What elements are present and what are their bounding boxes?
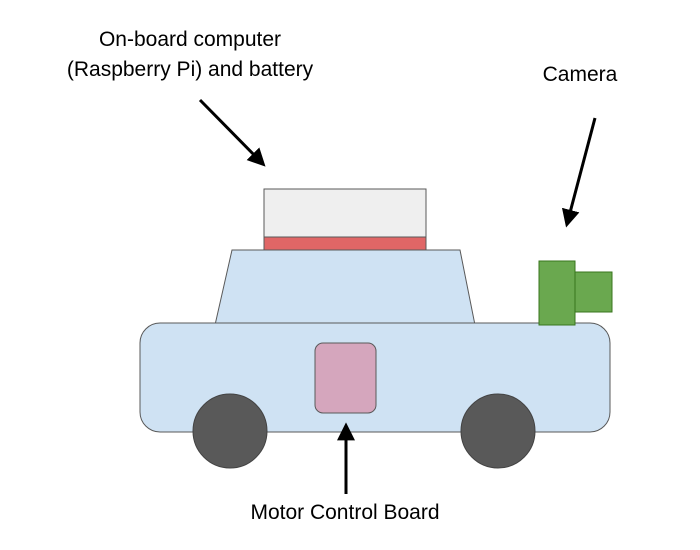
front-wheel: [192, 393, 268, 469]
computer-label-line2: (Raspberry Pi) and battery: [66, 58, 314, 81]
motor-board-label: Motor Control Board: [250, 501, 440, 524]
car-cabin: [214, 249, 476, 326]
camera-lens: [574, 271, 613, 313]
camera-label: Camera: [542, 63, 618, 86]
computer-block: [263, 188, 427, 238]
computer-arrow: [198, 98, 266, 167]
motor-control-board: [314, 342, 377, 414]
camera-body: [538, 260, 576, 326]
camera-arrow: [561, 117, 597, 228]
battery-block: [263, 236, 427, 251]
rear-wheel: [460, 393, 536, 469]
computer-label-line1: On-board computer: [98, 28, 282, 51]
